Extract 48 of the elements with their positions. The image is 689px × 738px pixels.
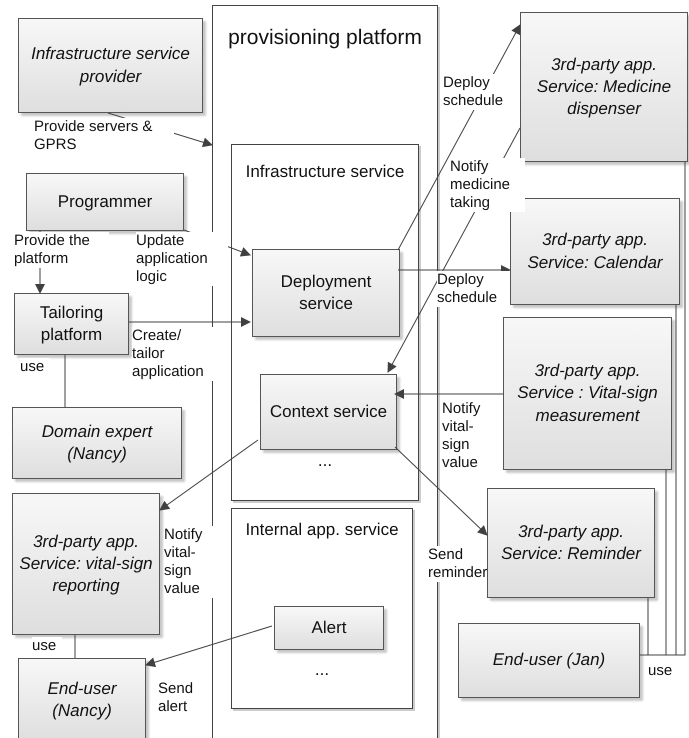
arrow	[128, 317, 251, 327]
process-box	[14, 293, 129, 355]
node-label: Domain expert (Nancy)	[40, 420, 154, 465]
edge-label: Create/ tailor application	[132, 327, 214, 381]
node-label: 3rd-party app. Service: Reminder	[500, 520, 642, 565]
node-label: 3rd-party app. Service : Vital-sign measurement	[516, 360, 659, 427]
node-label: 3rd-party app. Service: Calendar	[526, 229, 664, 274]
node-label: Infrastructure service	[244, 161, 406, 183]
edge-label: Notify vital-sign value	[164, 526, 214, 598]
ellipsis-text: ...	[316, 450, 334, 472]
container-box	[231, 508, 413, 709]
process-box	[260, 374, 397, 450]
node-label: Context service	[268, 400, 388, 423]
connector-line	[74, 634, 76, 658]
node-label: 3rd-party app. Service: Medicine dispenser	[536, 54, 672, 120]
process-box	[487, 488, 655, 598]
container-box	[231, 144, 419, 501]
node-label: 3rd-party app. Service: vital-sign reporting	[18, 530, 154, 598]
process-box	[26, 173, 184, 231]
process-box	[12, 407, 182, 479]
process-box	[458, 623, 640, 698]
arrow	[159, 440, 258, 511]
arrow	[394, 446, 488, 536]
edge-label: Update application logic	[136, 232, 228, 286]
node-label: provisioning platform	[227, 25, 423, 51]
edge-label: Notify medicine taking	[450, 158, 525, 212]
node-label: End-user (Nancy)	[46, 678, 118, 722]
process-box	[252, 249, 400, 337]
process-box	[18, 658, 146, 738]
node-label: Infrastructure service provider	[30, 43, 191, 88]
edge-label: Deploy schedule	[437, 271, 509, 307]
node-label: Internal app. service	[244, 519, 400, 541]
process-box	[510, 198, 680, 305]
arrow	[145, 626, 272, 668]
ellipsis-text: ...	[314, 659, 330, 681]
node-label: End-user (Jan)	[492, 649, 606, 672]
process-box	[12, 493, 160, 635]
arrow	[394, 389, 504, 399]
node-label: Alert	[310, 616, 348, 639]
node-label: Deployment service	[280, 270, 372, 315]
process-box	[520, 12, 688, 162]
node-label: Programmer	[56, 190, 154, 213]
process-box	[503, 317, 672, 470]
node-label: Tailoring platform	[38, 302, 104, 346]
process-box	[274, 606, 384, 650]
process-box	[18, 18, 203, 113]
edge-label: Send reminder	[428, 546, 486, 582]
connector-line	[64, 354, 66, 408]
